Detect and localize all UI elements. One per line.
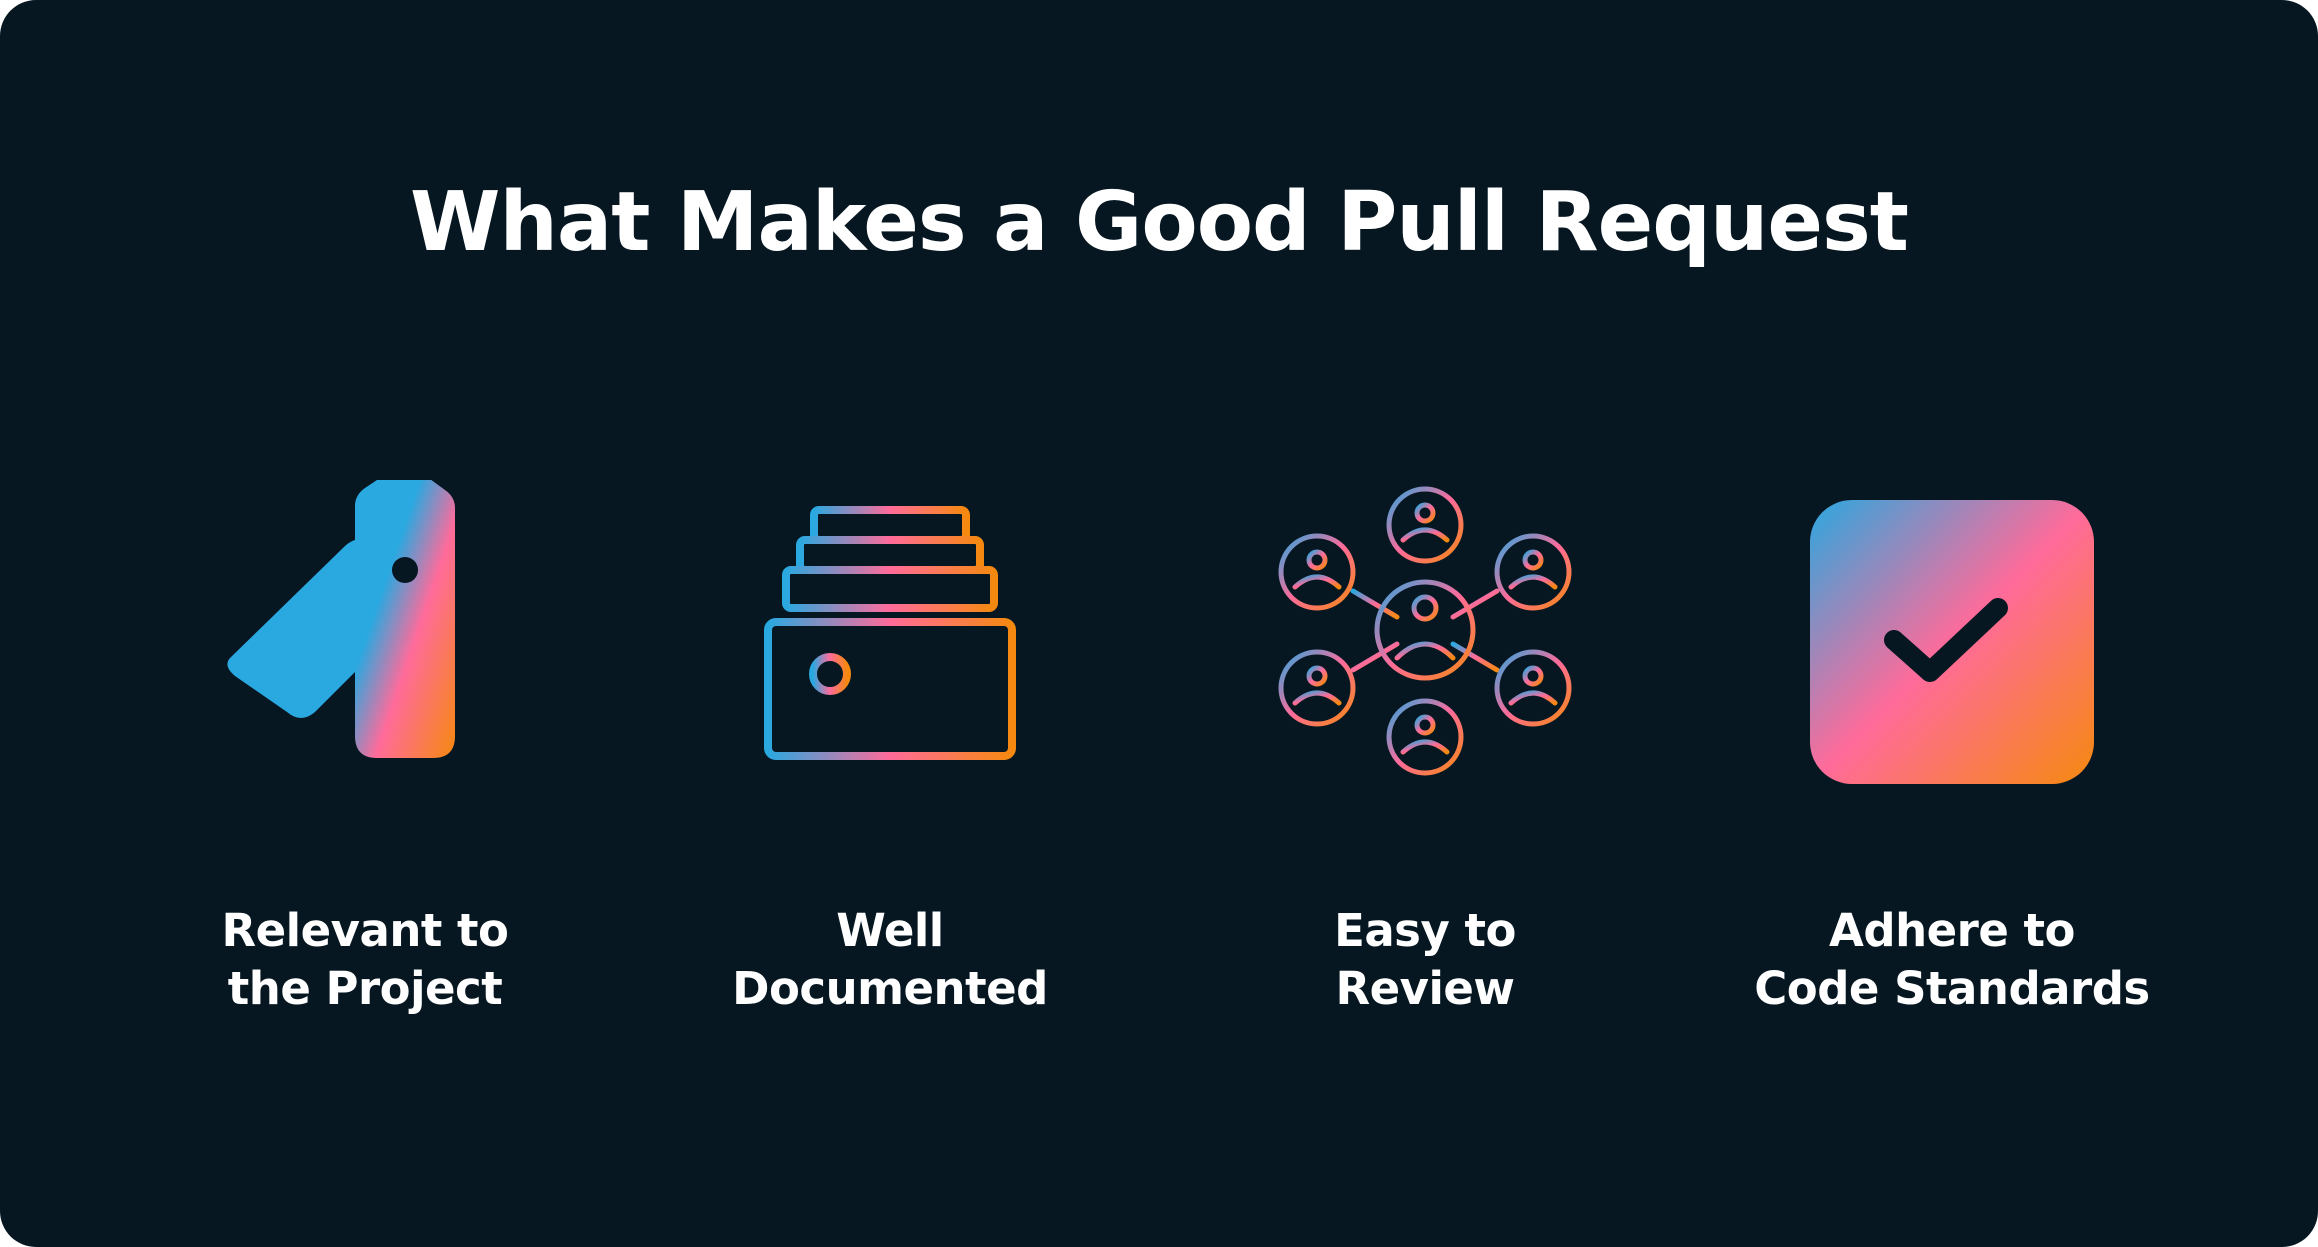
tags-icon bbox=[215, 480, 515, 800]
document-stack-icon bbox=[740, 480, 1040, 800]
label-line-2: Review bbox=[1335, 962, 1515, 1015]
people-network-icon bbox=[1275, 480, 1575, 800]
label-line-1: Adhere to bbox=[1829, 904, 2075, 957]
label-line-1: Relevant to bbox=[221, 904, 509, 957]
label-line-2: Documented bbox=[732, 962, 1048, 1015]
item-documented: Well Documented bbox=[620, 0, 1160, 1247]
page-title: What Makes a Good Pull Request bbox=[410, 175, 1909, 270]
item-label: Easy to Review bbox=[1155, 902, 1695, 1018]
item-label: Adhere to Code Standards bbox=[1682, 902, 2222, 1018]
item-label: Well Documented bbox=[620, 902, 1160, 1018]
label-line-2: the Project bbox=[227, 962, 503, 1015]
item-standards: Adhere to Code Standards bbox=[1682, 0, 2222, 1247]
label-line-1: Easy to bbox=[1334, 904, 1516, 957]
item-relevant: Relevant to the Project bbox=[95, 0, 635, 1247]
item-label: Relevant to the Project bbox=[95, 902, 635, 1018]
label-line-2: Code Standards bbox=[1754, 962, 2150, 1015]
label-line-1: Well bbox=[836, 904, 944, 957]
item-review: Easy to Review bbox=[1155, 0, 1695, 1247]
checkbox-icon bbox=[1802, 480, 2102, 800]
